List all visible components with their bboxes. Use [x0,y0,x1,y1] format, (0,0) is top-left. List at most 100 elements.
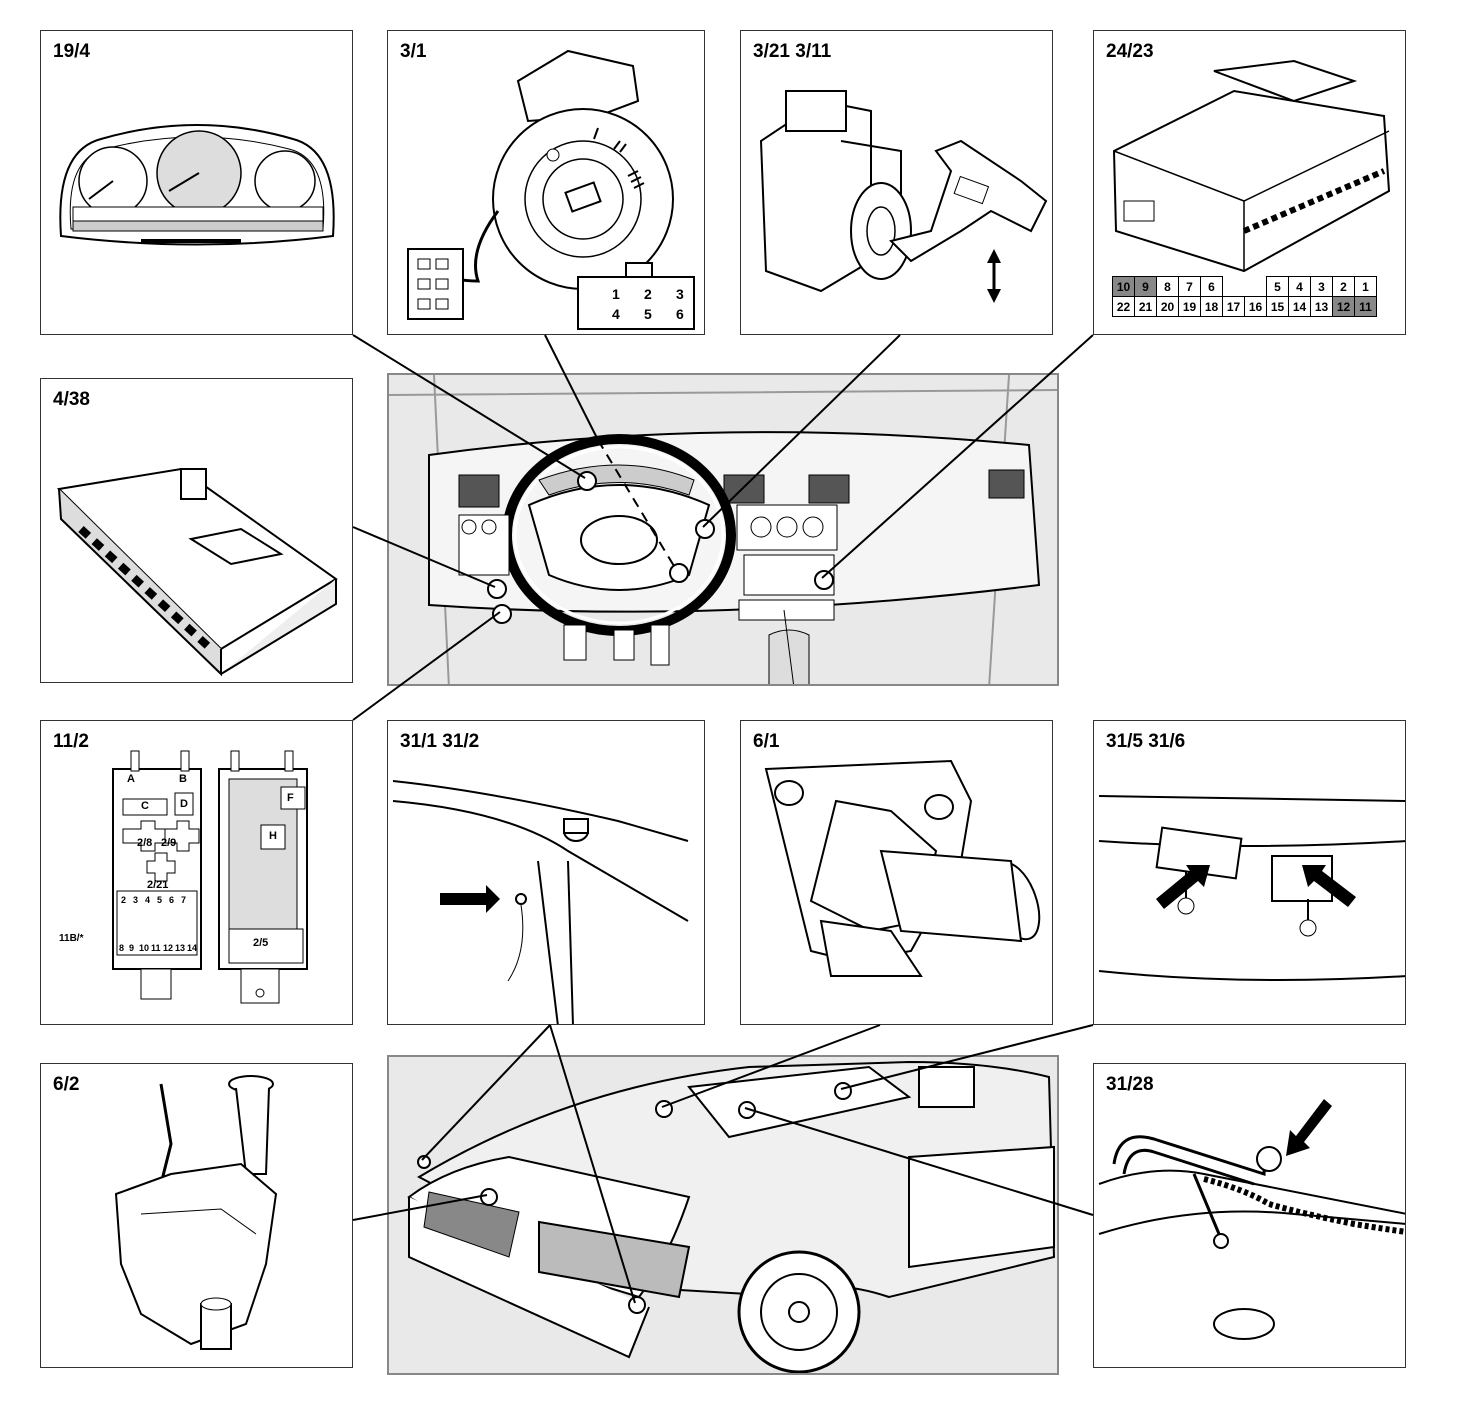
fuse-label-relay-2: 2/9 [161,837,177,849]
callout-marker [417,1155,431,1169]
pin-cell: 5 [1266,276,1289,297]
ignition-pin-label: 5 [644,306,652,322]
fuse-box-illustration [112,750,308,1004]
fuse-number: 7 [181,895,187,905]
connector-illustration [1112,59,1391,273]
panel-label: 24/23 [1106,41,1154,62]
panel-steering-column-switch: 3/21 3/11 [740,30,1053,335]
panel-horn: 6/1 [740,720,1053,1025]
panel-fuse-box: 11/2 A B C D 2/8 2/9 2/21 F H 2/5 11B/* … [40,720,353,1025]
fuse-label-f: F [287,792,294,804]
pin-cell: 13 [1310,296,1333,317]
fuse-number: 14 [187,943,198,953]
fuse-number: 13 [175,943,186,953]
pin-cell: 6 [1200,276,1223,297]
pin-cell: 11 [1354,296,1377,317]
dashboard-illustration [389,375,1057,684]
callout-marker [487,579,507,599]
pin-cell: 4 [1288,276,1311,297]
pin-cell: 2 [1332,276,1355,297]
panel-label: 6/1 [753,731,780,752]
pin-cell: 19 [1178,296,1201,317]
pin-cell: 17 [1222,296,1245,317]
fuse-row-label: 11B/* [59,933,84,944]
panel-ground-point-c: 31/28 [1093,1063,1406,1368]
panel-ground-points-b: 31/5 31/6 [1093,720,1406,1025]
washer-reservoir-illustration [114,1075,278,1350]
panel-control-module: 4/38 [40,378,353,683]
control-module-illustration [56,467,338,677]
pin-cell: 14 [1288,296,1311,317]
ground-point-c-illustration [1098,1099,1405,1340]
ignition-pin-label: 6 [676,306,684,322]
steering-column-switch-illustration [759,90,1048,303]
fuse-number: 4 [145,895,151,905]
fuse-label-h: H [269,830,277,842]
ground-points-a-illustration [392,780,689,1024]
panel-label: 3/1 [400,41,427,62]
pin-cell-empty [1223,277,1245,297]
callout-marker [834,1082,852,1100]
ignition-pin-label: 3 [676,286,684,302]
ignition-pin-label: 1 [612,286,620,302]
pin-cell: 18 [1200,296,1223,317]
ground-points-b-illustration [1098,795,1405,981]
callout-marker [695,519,715,539]
callout-marker [480,1188,498,1206]
fuse-label-b: B [179,773,187,785]
pin-cell: 22 [1112,296,1135,317]
car-front-scene [387,1055,1059,1375]
instrument-cluster-illustration [59,124,335,246]
panel-label: 19/4 [53,41,90,62]
pin-cell: 8 [1156,276,1179,297]
panel-label: 4/38 [53,389,90,410]
pin-cell: 12 [1332,296,1355,317]
panel-label: 3/21 3/11 [753,41,832,62]
fuse-number: 9 [129,943,135,953]
callout-marker [669,563,689,583]
pin-cell: 20 [1156,296,1179,317]
panel-instrument-cluster: 19/4 [40,30,353,335]
fuse-number: 12 [163,943,174,953]
connector-pin-table: 10 9 8 7 6 5 4 3 2 1 22 21 20 19 18 17 1… [1112,276,1377,317]
panel-label: 11/2 [53,731,89,752]
pin-cell: 1 [1354,276,1377,297]
panel-label: 31/5 31/6 [1106,731,1186,752]
panel-connector: 24/23 10 9 8 7 6 5 4 3 2 1 22 21 20 19 1… [1093,30,1406,335]
panel-ground-points-a: 31/1 31/2 [387,720,705,1025]
callout-marker [492,604,512,624]
panel-washer-reservoir: 6/2 [40,1063,353,1368]
pin-cell: 9 [1134,276,1157,297]
fuse-number: 6 [169,895,175,905]
fuse-number: 5 [157,895,163,905]
callout-marker [814,570,834,590]
pin-cell: 21 [1134,296,1157,317]
pin-cell: 15 [1266,296,1289,317]
pin-cell-empty [1245,277,1267,297]
pin-cell: 16 [1244,296,1267,317]
pin-cell: 3 [1310,276,1333,297]
ignition-switch-illustration [407,49,695,330]
fuse-label-relay-1: 2/8 [137,837,153,849]
callout-marker [628,1296,646,1314]
fuse-number: 3 [133,895,139,905]
panel-ignition-switch: 3/1 1 2 3 4 5 6 [387,30,705,335]
panel-label: 6/2 [53,1074,80,1095]
callout-marker [655,1100,673,1118]
callout-marker [577,471,597,491]
fuse-label-a: A [127,773,135,785]
dashboard-scene [387,373,1059,686]
ignition-pin-label: 2 [644,286,652,302]
fuse-number: 11 [151,943,161,953]
callout-marker [738,1101,756,1119]
panel-label: 31/28 [1106,1074,1154,1095]
fuse-number: 10 [139,943,150,953]
fuse-number: 2 [121,895,127,905]
car-front-illustration [407,1060,1056,1373]
fuse-label-relay-3: 2/21 [147,879,169,891]
panel-label: 31/1 31/2 [400,731,480,752]
fuse-number: 8 [119,943,125,953]
ignition-pin-label: 4 [612,306,620,322]
pin-cell: 10 [1112,276,1135,297]
fuse-label-c: C [141,800,149,812]
